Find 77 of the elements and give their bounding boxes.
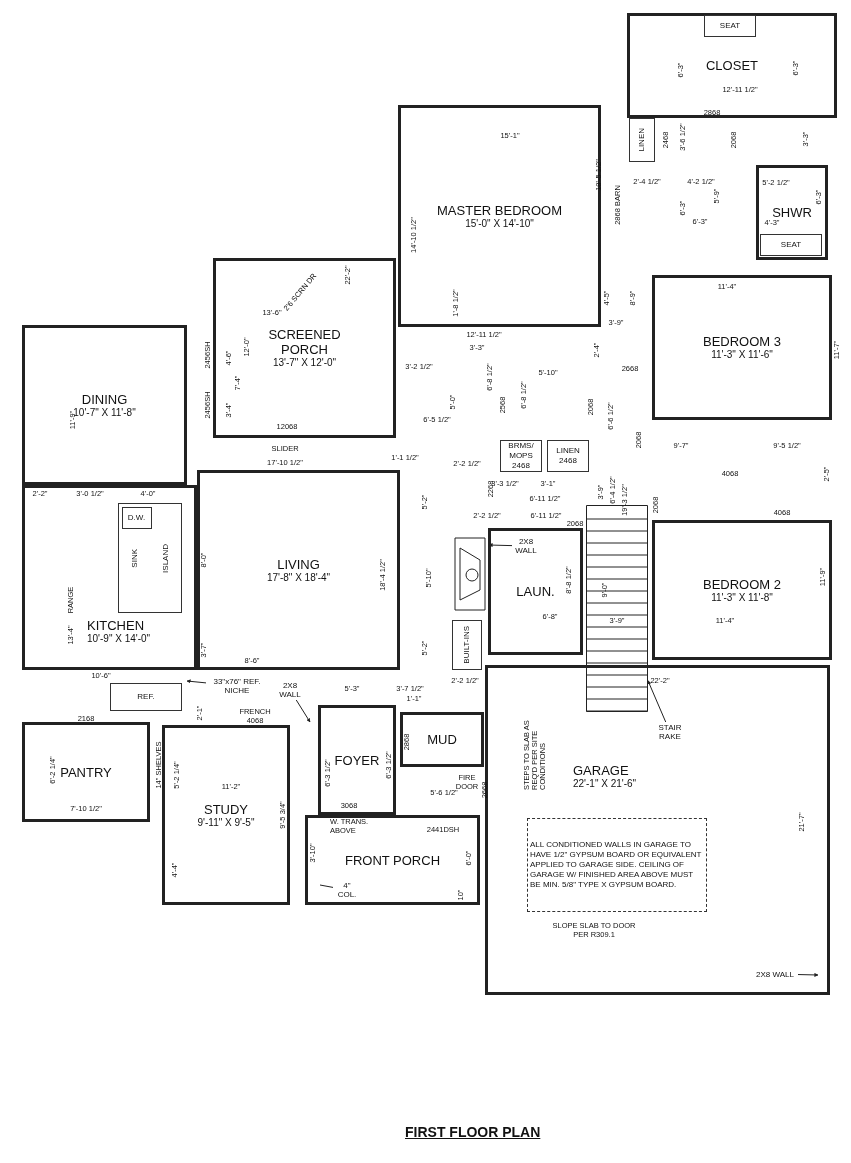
room-outline [318, 705, 396, 815]
room-dimensions: 15'-0" X 14'-10" [465, 217, 534, 230]
room-outline [162, 725, 290, 905]
room-name: SCREENED PORCH [267, 327, 342, 357]
room-dimensions: 11'-3" X 11'-8" [711, 591, 773, 604]
callout-text: 2X8 WALL [274, 680, 306, 700]
room-name: CLOSET [706, 58, 758, 73]
room-name: KITCHEN [87, 618, 145, 633]
room-outline [652, 520, 832, 660]
note-text: ALL CONDITIONED WALLS IN GARAGE TO HAVE 1/2" GYPSUM BOARD OR EQUIVALENT APPLIED TO GARAGE SIDE. CEILING OF GARAGE W/ FINISHED AREA ABOVE MUST BE MIN. 5/8" TYPE X GYPSUM BOARD. [530, 840, 703, 890]
leader-line [797, 972, 819, 977]
leader-line [647, 680, 667, 723]
room-name: MUD [427, 732, 457, 747]
room-outline [400, 712, 484, 767]
leader-line [488, 543, 513, 548]
door-code: 2468 [559, 456, 577, 466]
fixture-label: REF. [137, 692, 155, 702]
closet-outline [500, 440, 542, 472]
room-outline [488, 528, 583, 655]
room-name: LIVING [277, 556, 320, 572]
room-outline [627, 13, 837, 118]
room-outline [22, 325, 187, 485]
room-dimensions: 13'-7" X 12'-0" [272, 357, 337, 369]
bench-seat [760, 234, 822, 256]
callout-text: 33"x76" REF. NICHE [206, 676, 268, 696]
room-dimensions: 10'-9" X 14'-0" [87, 633, 151, 645]
door-code: 2468 [512, 461, 530, 471]
fixture-label: SINK [129, 548, 140, 568]
refrigerator-outline [110, 683, 182, 711]
room-name: GARAGE [573, 763, 629, 778]
room-name: MASTER BEDROOM [437, 202, 562, 218]
leader-line [295, 699, 311, 723]
closet-outline [629, 118, 655, 162]
room-outline [398, 105, 601, 327]
room-name: FOYER [334, 752, 380, 768]
room-name: DINING [81, 391, 128, 407]
fixture-label: LINEN [637, 128, 647, 152]
fixture-label: BRMS/ MOPS [507, 441, 535, 461]
closet-outline [547, 440, 589, 472]
room-outline [485, 665, 830, 995]
room-dimensions: 11'-3" X 11'-6" [711, 349, 773, 361]
room-name: PANTRY [60, 764, 112, 780]
bench-seat [704, 15, 756, 37]
callout-text: 4" COL. [333, 880, 361, 900]
room-outline [756, 165, 828, 260]
room-outline [22, 722, 150, 822]
room-outline [22, 485, 197, 670]
leader-line [186, 679, 207, 684]
room-dimensions: 17'-8" X 18'-4" [266, 571, 331, 584]
leader-line [319, 884, 334, 888]
fixture-label: D.W. [127, 512, 146, 523]
room-dimensions: 10'-7" X 11'-8" [73, 406, 136, 418]
kitchen-island [118, 503, 182, 613]
room-dimensions: 22'-1" X 21'-6" [573, 778, 637, 790]
fixture-label: BUILT-INS [462, 626, 472, 664]
room-outline [652, 275, 832, 420]
door-code: ISLAND [160, 543, 171, 573]
plan-title: FIRST FLOOR PLAN [405, 1124, 541, 1140]
room-name: SHWR [772, 205, 812, 220]
cabinet-outline [452, 620, 482, 670]
note-box [527, 818, 707, 912]
room-outline [213, 258, 396, 438]
room-name: BEDROOM 2 [703, 576, 781, 592]
callout-text: 2X8 WALL [512, 536, 540, 556]
fixture-label: SEAT [719, 21, 741, 31]
room-outline [305, 815, 480, 905]
callout-text: 2X8 WALL [752, 968, 798, 980]
room-dimensions: 9'-11" X 9'-5" [197, 816, 255, 829]
room-name: BEDROOM 3 [703, 334, 781, 349]
room-outline [197, 470, 400, 670]
fixture-label: SEAT [780, 240, 802, 250]
room-name: FRONT PORCH [344, 852, 441, 868]
room-name: STUDY [203, 801, 249, 817]
callout-text: STAIR RAKE [652, 722, 688, 742]
room-name: LAUN. [516, 584, 555, 599]
dishwasher-outline [121, 506, 152, 529]
fixture-label: LINEN [556, 446, 580, 456]
